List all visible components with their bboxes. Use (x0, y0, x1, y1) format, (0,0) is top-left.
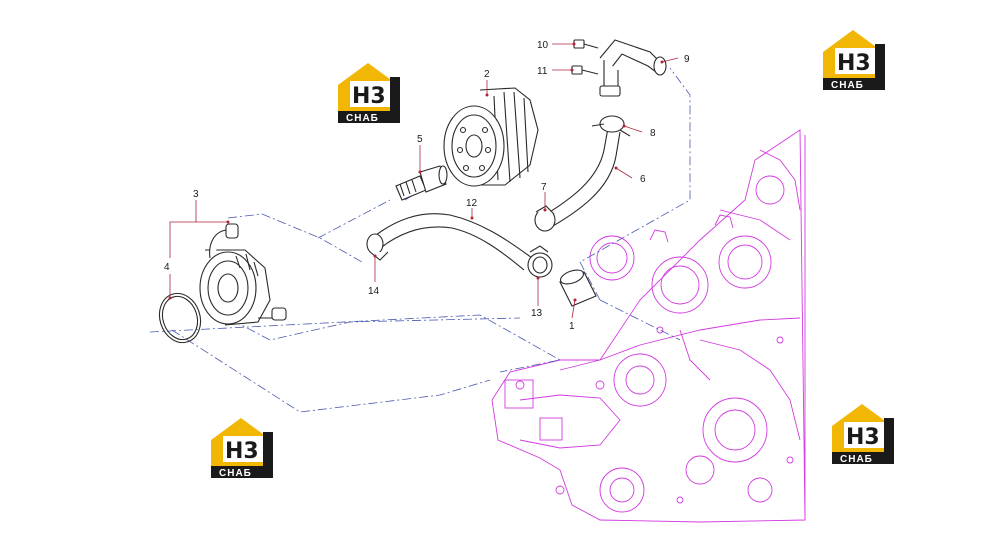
part-12-lower-hose (371, 213, 533, 271)
watermark-logo: Н3 СНАБ (211, 418, 273, 479)
logo-mark: Н3 (225, 439, 259, 464)
logo-text: СНАБ (346, 113, 379, 124)
logo-text: СНАБ (831, 80, 864, 91)
logo-text: СНАБ (219, 468, 252, 479)
callout-10: 10 (537, 40, 549, 51)
part-1-hose-sleeve (559, 269, 597, 307)
callout-1: 1 (569, 321, 575, 332)
callout-12: 12 (466, 198, 478, 209)
callout-6: 6 (640, 174, 646, 185)
watermark-logo: Н3 СНАБ (832, 404, 894, 465)
part-13-hose-clamp (527, 245, 553, 278)
part-8-hose-clamp (591, 115, 631, 137)
callout-5: 5 (417, 134, 423, 145)
callout-11: 11 (537, 66, 548, 77)
part-5-threaded-fitting (395, 165, 448, 201)
callout-3: 3 (193, 189, 199, 200)
callout-labels: 1 2 3 4 5 6 7 8 9 10 11 12 13 14 (164, 40, 690, 332)
watermark-logo: Н3 СНАБ (823, 30, 885, 91)
logo-text: СНАБ (840, 454, 873, 465)
part-4-seal-ring (158, 292, 202, 344)
part-3-oil-cooler (199, 223, 287, 326)
part-11-screw (571, 65, 599, 75)
logo-mark: Н3 (846, 425, 880, 450)
part-9-elbow-fitting (599, 39, 667, 97)
callout-13: 13 (531, 308, 543, 319)
callout-8: 8 (650, 128, 656, 139)
assembly-centerlines (149, 67, 691, 413)
callout-9: 9 (684, 54, 690, 65)
logo-mark: Н3 (352, 84, 386, 109)
leader-dots (168, 42, 664, 302)
engine-block-outline (491, 129, 806, 523)
watermark-logo: Н3 СНАБ (338, 63, 400, 124)
callout-4: 4 (164, 262, 170, 273)
callout-14: 14 (368, 286, 380, 297)
callout-2: 2 (484, 69, 490, 80)
part-10-screw (573, 39, 599, 49)
leader-lines (169, 43, 679, 319)
part-14-hose-clamp (366, 233, 389, 261)
callout-7: 7 (541, 182, 547, 193)
part-2-oil-filter (443, 87, 539, 187)
logo-mark: Н3 (837, 51, 871, 76)
